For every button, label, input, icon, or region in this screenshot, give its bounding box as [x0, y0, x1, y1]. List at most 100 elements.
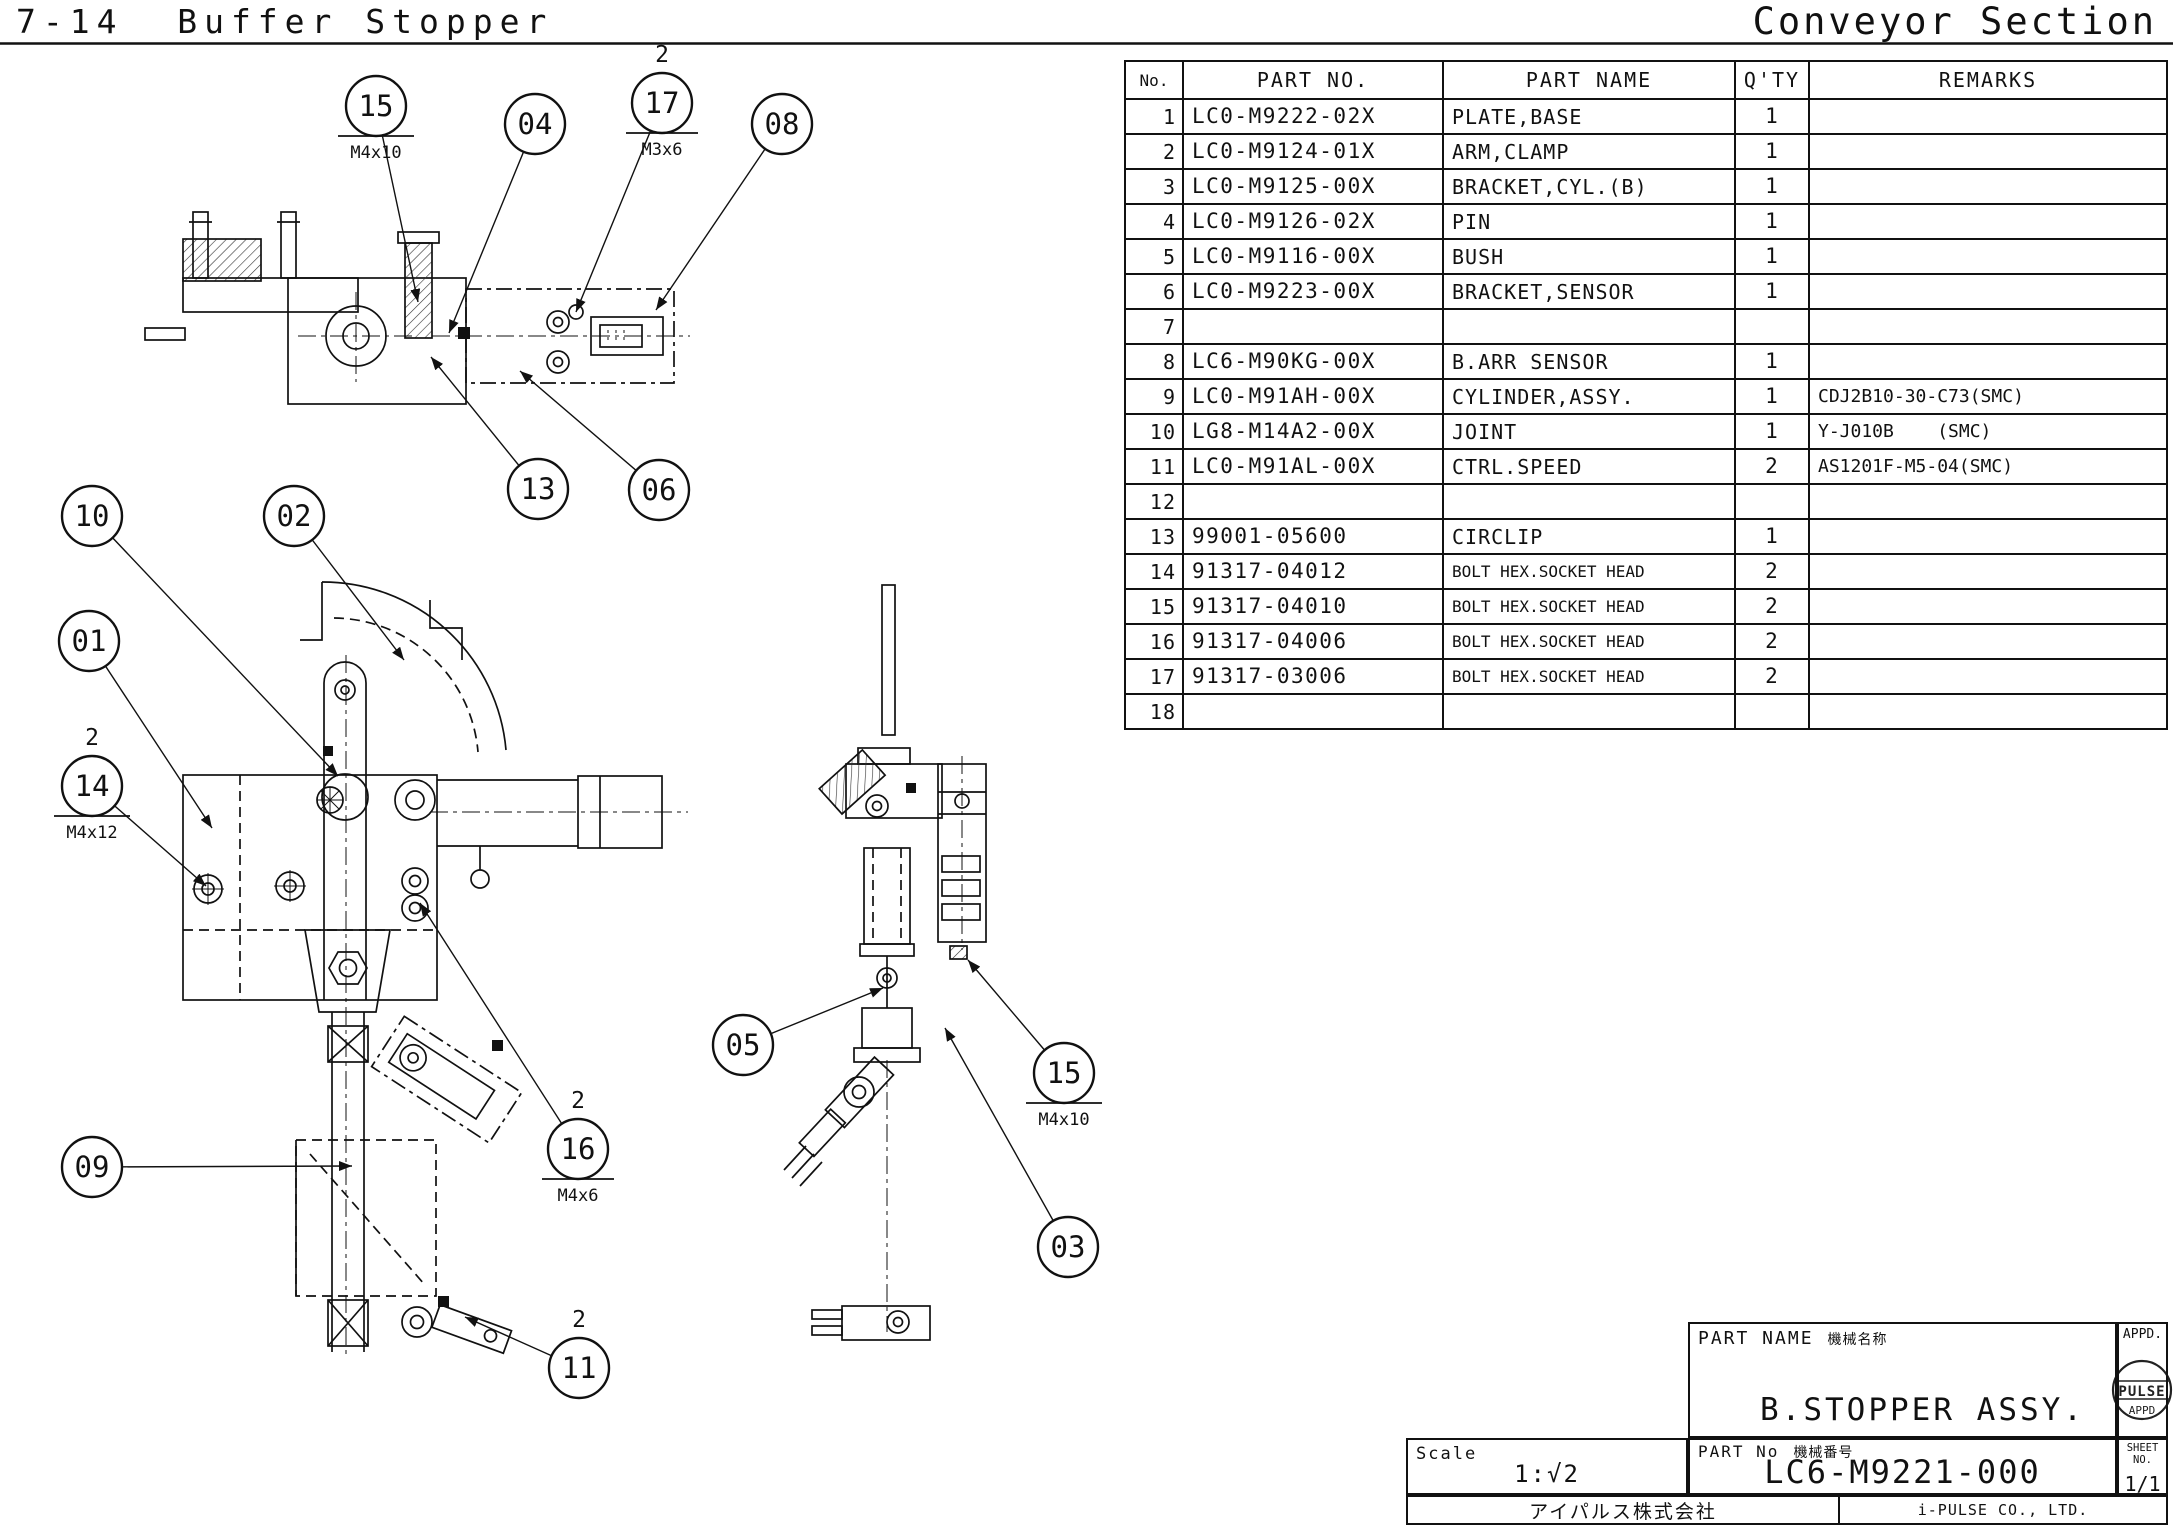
- table-row: 12: [1124, 483, 2168, 520]
- cell-qty: 1: [1734, 133, 1810, 170]
- cell-part-name: BOLT HEX.SOCKET HEAD: [1442, 623, 1736, 660]
- svg-text:01: 01: [72, 624, 107, 658]
- cell-no: 9: [1124, 378, 1184, 415]
- cell-part-name: BOLT HEX.SOCKET HEAD: [1442, 553, 1736, 590]
- cell-part-no: LC0-M9125-00X: [1182, 168, 1444, 205]
- svg-text:2: 2: [655, 42, 669, 68]
- part-no-value: LC6-M9221-000: [1764, 1453, 2041, 1491]
- cell-no: 13: [1124, 518, 1184, 555]
- balloon-16: 2 16 M4x6: [542, 1088, 614, 1206]
- svg-text:16: 16: [561, 1132, 596, 1166]
- cell-part-name: [1442, 483, 1736, 520]
- balloon-08: 08: [750, 92, 814, 156]
- cell-no: 1: [1124, 98, 1184, 135]
- svg-text:15: 15: [359, 89, 394, 123]
- cell-qty: 1: [1734, 98, 1810, 135]
- balloon-02: 02: [262, 484, 326, 548]
- svg-text:M4x6: M4x6: [558, 1186, 599, 1206]
- cell-no: 15: [1124, 588, 1184, 625]
- cell-part-name: [1442, 693, 1736, 730]
- cell-remarks: [1808, 343, 2168, 380]
- col-header-remarks: REMARKS: [1808, 60, 2168, 100]
- cell-part-no: 99001-05600: [1182, 518, 1444, 555]
- cell-no: 11: [1124, 448, 1184, 485]
- balloon-15-side: 15 M4x10: [1026, 1041, 1102, 1130]
- cell-no: 18: [1124, 693, 1184, 730]
- cell-remarks: [1808, 518, 2168, 555]
- svg-text:04: 04: [518, 107, 553, 141]
- company-name-jp: アイパルス株式会社: [1529, 1500, 1717, 1523]
- cell-no: 16: [1124, 623, 1184, 660]
- balloon-13: 13: [506, 457, 570, 521]
- cell-part-no: LC0-M9124-01X: [1182, 133, 1444, 170]
- cell-remarks: [1808, 658, 2168, 695]
- cell-part-no: LC0-M91AH-00X: [1182, 378, 1444, 415]
- sheet-no-label: SHEET NO.: [2126, 1442, 2159, 1466]
- cell-qty: [1734, 693, 1810, 730]
- cell-remarks: [1808, 273, 2168, 310]
- scale-label: Scale: [1416, 1444, 1478, 1464]
- cell-qty: 2: [1734, 658, 1810, 695]
- svg-text:05: 05: [726, 1028, 761, 1062]
- svg-text:M4x10: M4x10: [350, 143, 401, 163]
- svg-text:14: 14: [75, 769, 110, 803]
- sheet-title-right: Conveyor Section: [1752, 0, 2157, 43]
- cell-remarks: [1808, 483, 2168, 520]
- col-header-part-name: PART NAME: [1442, 60, 1736, 100]
- balloon-06: 06: [627, 458, 691, 522]
- cell-remarks: [1808, 693, 2168, 730]
- appd-label: APPD.: [2122, 1327, 2163, 1342]
- cell-qty: 1: [1734, 518, 1810, 555]
- col-header-part-no: PART NO.: [1182, 60, 1444, 100]
- cell-remarks: [1808, 588, 2168, 625]
- cell-part-name: BOLT HEX.SOCKET HEAD: [1442, 658, 1736, 695]
- cell-remarks: [1808, 308, 2168, 345]
- cell-no: 10: [1124, 413, 1184, 450]
- svg-text:11: 11: [562, 1351, 597, 1385]
- cell-part-no: LC0-M9223-00X: [1182, 273, 1444, 310]
- balloon-10: 10: [60, 484, 124, 548]
- part-name-value: B.STOPPER ASSY.: [1760, 1392, 2085, 1428]
- svg-text:2: 2: [572, 1307, 586, 1333]
- cell-no: 17: [1124, 658, 1184, 695]
- titleblock-appd-box: APPD.: [2117, 1322, 2168, 1438]
- svg-text:08: 08: [765, 107, 800, 141]
- svg-text:M3x6: M3x6: [642, 140, 683, 160]
- cell-remarks: Y-J010B (SMC): [1808, 413, 2168, 450]
- cell-remarks: [1808, 98, 2168, 135]
- svg-text:M4x12: M4x12: [66, 823, 117, 843]
- cell-part-name: B.ARR SENSOR: [1442, 343, 1736, 380]
- balloon-04: 04: [503, 92, 567, 156]
- cell-qty: 1: [1734, 343, 1810, 380]
- cell-part-name: CYLINDER,ASSY.: [1442, 378, 1736, 415]
- table-row: 18: [1124, 693, 2168, 730]
- cell-no: 5: [1124, 238, 1184, 275]
- table-header-row: No. PART NO. PART NAME Q'TY REMARKS: [1124, 60, 2168, 100]
- cell-part-no: LC6-M90KG-00X: [1182, 343, 1444, 380]
- cell-no: 12: [1124, 483, 1184, 520]
- cell-part-no: LC0-M9126-02X: [1182, 203, 1444, 240]
- cell-no: 7: [1124, 308, 1184, 345]
- titleblock-sheet-box: SHEET NO. 1/1: [2117, 1438, 2168, 1496]
- cell-part-no: [1182, 483, 1444, 520]
- cell-remarks: AS1201F-M5-04(SMC): [1808, 448, 2168, 485]
- balloon-14: 2 14 M4x12: [54, 725, 130, 843]
- cell-no: 6: [1124, 273, 1184, 310]
- svg-text:02: 02: [277, 499, 312, 533]
- cell-qty: 1: [1734, 238, 1810, 275]
- cell-part-no: LC0-M9222-02X: [1182, 98, 1444, 135]
- cell-part-no: 91317-04006: [1182, 623, 1444, 660]
